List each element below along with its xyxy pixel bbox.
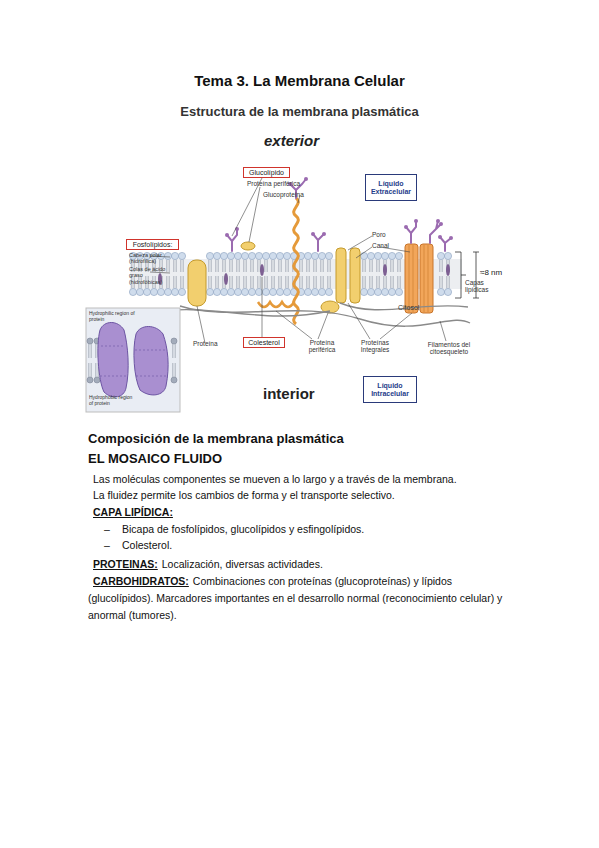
phospholipid — [269, 252, 276, 295]
phospholipid — [171, 252, 178, 295]
phospholipid — [304, 252, 311, 295]
phospholipid — [234, 252, 241, 295]
layer-bracket — [455, 252, 461, 298]
subheading: PROTEINAS: — [93, 558, 158, 570]
subheading: CARBOHIDRATOS: — [93, 575, 189, 587]
part-label: Colas de ácido graso (hidrofóbicas) — [129, 266, 171, 285]
inset-label: Hydrophobic region of protein — [89, 395, 135, 407]
side-label: interior — [263, 385, 315, 402]
channel-protein — [336, 248, 346, 303]
helix-protein — [294, 198, 299, 324]
text-paragraph: PROTEINAS: Localización, diversas activid… — [93, 556, 533, 573]
phospholipid — [164, 252, 171, 295]
inset-label: Hydrophilic region of protein — [89, 311, 135, 323]
phospholipid — [241, 252, 248, 295]
part-label: Poro — [372, 231, 386, 238]
callout-box: Fosfolípidos: — [126, 239, 179, 250]
phospholipid — [388, 252, 395, 295]
bullet-mark: – — [104, 539, 110, 551]
section-subtitle: Estructura de la membrana plasmática — [0, 105, 599, 120]
inset-region-line — [100, 346, 167, 376]
phospholipid — [283, 252, 290, 295]
inset-protein — [134, 327, 168, 395]
phospholipid — [220, 252, 227, 295]
side-label: exterior — [264, 132, 319, 149]
box-label: Líquido Extracelular — [366, 180, 416, 195]
subheading: CAPA LIPÍDICA: — [93, 506, 173, 518]
phospholipid — [444, 252, 451, 295]
phospholipid — [87, 338, 93, 383]
part-label: Filamentos del citoesqueleto — [422, 341, 476, 356]
part-label: Capas lipídicas — [465, 279, 497, 294]
bullet-text: Colesterol. — [122, 539, 172, 551]
leader-lines — [150, 178, 446, 343]
phospholipid — [311, 252, 318, 295]
part-label: Proteínas Integrales — [355, 339, 395, 354]
phospholipid — [381, 252, 388, 295]
body-text: Las moléculas componentes se mueven a lo… — [93, 473, 457, 485]
carbohydrate-chains — [227, 179, 451, 251]
bullet-text: Bicapa de fosfolípidos, glucolípidos y e… — [122, 523, 364, 535]
cytoskeleton-filaments — [150, 303, 470, 326]
inset-protein — [98, 323, 128, 397]
box-label: Líquido Intracelular — [364, 382, 416, 397]
section-heading: EL MOSAICO FLUIDO — [88, 452, 222, 467]
phospholipid — [360, 252, 367, 295]
page-title: Tema 3. La Membrana Celular — [0, 72, 599, 89]
part-label: Proteína — [193, 340, 218, 347]
phospholipid — [374, 252, 381, 295]
part-label: Glucoproteína — [263, 191, 304, 198]
phospholipid — [395, 252, 402, 295]
part-label: Proteína periférica — [302, 339, 342, 354]
phospholipid — [171, 338, 177, 383]
callout-box: Líquido Extracelular — [365, 174, 417, 201]
text-paragraph: CARBOHIDRATOS:Combinaciones con proteína… — [88, 573, 513, 624]
region-label: Citosol — [398, 304, 419, 312]
phospholipid — [213, 252, 220, 295]
callout-box: Glucolípido — [243, 167, 290, 178]
phospholipid — [276, 252, 283, 295]
peripheral-protein — [258, 302, 294, 307]
carbohydrate-units — [225, 177, 453, 240]
phospholipid-bilayer — [129, 252, 451, 295]
phospholipid — [367, 252, 374, 295]
callout-box: Colesterol — [243, 337, 285, 348]
box-label: Glucolípido — [249, 169, 284, 177]
inset-panel — [86, 308, 180, 412]
body-text: Localización, diversas actividades. — [162, 558, 323, 570]
phospholipid — [157, 252, 164, 295]
part-label: Cabeza polar (hidrofílica) — [129, 252, 171, 265]
phospholipid — [206, 252, 213, 295]
phospholipid — [318, 252, 325, 295]
integral-protein — [188, 260, 206, 306]
phospholipid — [248, 252, 255, 295]
part-label: Canal — [372, 242, 389, 249]
peripheral-protein — [241, 242, 255, 250]
bullet-mark: – — [104, 523, 110, 535]
callout-box: Líquido Intracelular — [363, 376, 417, 403]
part-label: Proteína periférica — [247, 180, 300, 187]
body-text: La fluidez permite los cambios de forma … — [93, 489, 395, 501]
dimension-label: ≈8 nm — [480, 268, 502, 277]
box-label: Colesterol — [248, 339, 280, 347]
phospholipid — [227, 252, 234, 295]
phospholipid — [437, 252, 444, 295]
section-heading: Composición de la membrana plasmática — [88, 432, 344, 447]
phospholipid — [325, 252, 332, 295]
phospholipid — [178, 252, 185, 295]
integral-protein — [405, 244, 433, 313]
box-label: Fosfolípidos: — [133, 241, 173, 249]
